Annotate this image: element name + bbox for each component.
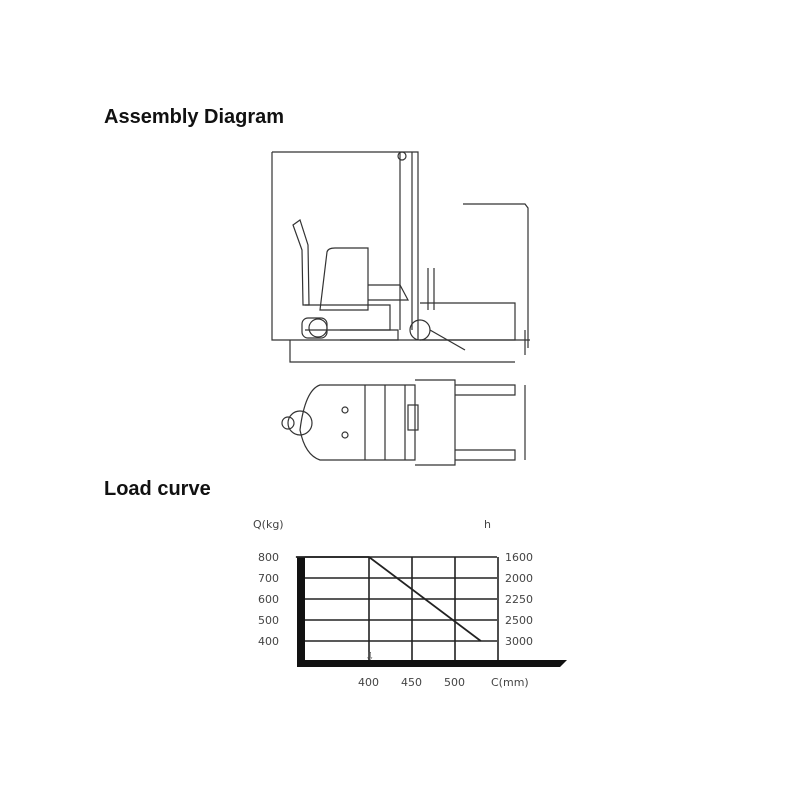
assembly-diagram-title: Assembly Diagram bbox=[104, 106, 285, 128]
y-tick-label: 800 bbox=[258, 551, 279, 564]
x-axis-label: C(mm) bbox=[491, 676, 529, 689]
capacity-line bbox=[295, 556, 482, 642]
side-view-drawing bbox=[271, 151, 530, 363]
x-tick-label: 500 bbox=[444, 676, 465, 689]
y2-tick-label: 1600 bbox=[505, 551, 533, 564]
y2-tick-label: 2500 bbox=[505, 614, 533, 627]
y-tick-label: 500 bbox=[258, 614, 279, 627]
x-tick-label: 400 bbox=[358, 676, 379, 689]
load-curve-title: Load curve bbox=[104, 478, 211, 500]
y-axis-label: Q(kg) bbox=[253, 518, 284, 531]
y2-tick-label: 2250 bbox=[505, 593, 533, 606]
top-view-drawing bbox=[281, 379, 526, 466]
y-tick-label: 700 bbox=[258, 572, 279, 585]
y2-tick-label: 3000 bbox=[505, 635, 533, 648]
y-tick-label: 400 bbox=[258, 635, 279, 648]
x-tick-label: 450 bbox=[401, 676, 422, 689]
y2-axis-label: h bbox=[484, 518, 491, 531]
y2-tick-label: 2000 bbox=[505, 572, 533, 585]
load-center-marker: ⇩ bbox=[365, 650, 374, 663]
y-tick-label: 600 bbox=[258, 593, 279, 606]
